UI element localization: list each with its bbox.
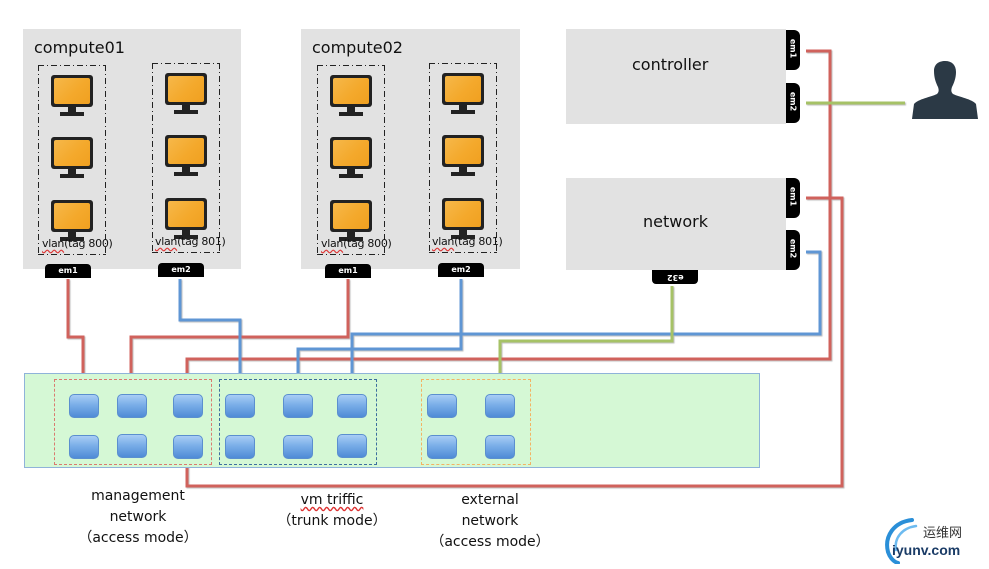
- network-title: network: [643, 212, 708, 231]
- compute02-title: compute02: [312, 38, 403, 57]
- switch-port[interactable]: [117, 434, 147, 458]
- label-line: （access mode）: [78, 530, 198, 546]
- vlan-prefix: vlan: [432, 235, 455, 248]
- watermark-logo: 运维网 iyunv.com: [880, 516, 985, 566]
- vm-traffic-zone-label: vm triffic （trunk mode）: [262, 490, 402, 532]
- vm-icon: [162, 198, 210, 244]
- compute02-em1-nic[interactable]: em1: [325, 264, 371, 278]
- vm-icon: [439, 73, 487, 119]
- controller-em2-nic[interactable]: em2: [786, 83, 800, 123]
- compute01-em1-nic[interactable]: em1: [45, 264, 91, 278]
- switch-port[interactable]: [117, 394, 147, 418]
- controller-title: controller: [632, 55, 709, 74]
- switch-port[interactable]: [337, 434, 367, 458]
- switch-port[interactable]: [485, 394, 515, 418]
- watermark-cn-text: 运维网: [923, 525, 963, 540]
- vm-icon: [439, 135, 487, 181]
- network-node: network: [566, 178, 786, 270]
- controller-em1-nic[interactable]: em1: [786, 30, 800, 70]
- switch-port[interactable]: [427, 435, 457, 459]
- vlan-prefix: vlan: [42, 237, 65, 250]
- label-line: management: [91, 488, 185, 504]
- switch-port[interactable]: [173, 435, 203, 459]
- switch-port[interactable]: [283, 435, 313, 459]
- switch-port[interactable]: [69, 394, 99, 418]
- controller-node: controller: [566, 29, 786, 124]
- vm-traffic-zone: [219, 379, 377, 465]
- management-zone-label: management network （access mode）: [68, 486, 208, 549]
- switch-port[interactable]: [225, 435, 255, 459]
- label-line: network: [109, 509, 167, 525]
- vm-icon: [162, 73, 210, 119]
- vlan-801-group: vlan(tag 801): [152, 63, 226, 253]
- external-zone: [421, 379, 531, 465]
- vlan-tag: (tag 801): [454, 235, 503, 248]
- vm-icon: [48, 137, 96, 183]
- vm-icon: [48, 200, 96, 246]
- network-e32-nic[interactable]: e32: [652, 270, 698, 284]
- physical-switch: [24, 373, 760, 468]
- switch-port[interactable]: [225, 394, 255, 418]
- nic-label: em1: [788, 38, 798, 59]
- vlan-label: vlan(tag 801): [155, 235, 226, 248]
- user-silhouette-icon: [912, 61, 978, 119]
- compute02-em2-nic[interactable]: em2: [438, 263, 484, 277]
- switch-port[interactable]: [337, 394, 367, 418]
- compute02-node: compute02 vlan(tag 800) vlan(tag 801): [301, 29, 520, 269]
- vlan-tag: (tag 800): [343, 237, 392, 250]
- vlan-prefix: vlan: [321, 237, 344, 250]
- external-zone-label: external network （access mode）: [420, 490, 560, 553]
- compute01-em2-nic[interactable]: em2: [158, 263, 204, 277]
- label-line: vm triffic: [300, 492, 364, 508]
- nic-label: em2: [788, 238, 798, 259]
- vlan-label: vlan(tag 800): [42, 237, 113, 250]
- network-em2-nic[interactable]: em2: [786, 230, 800, 270]
- vm-icon: [439, 198, 487, 244]
- nic-label: e32: [666, 273, 684, 282]
- nic-label: em2: [788, 91, 798, 112]
- switch-port[interactable]: [173, 394, 203, 418]
- vm-icon: [162, 135, 210, 181]
- switch-port[interactable]: [69, 435, 99, 459]
- compute01-title: compute01: [34, 38, 125, 57]
- label-line: （access mode）: [430, 534, 550, 550]
- label-line: network: [461, 513, 519, 529]
- management-zone: [54, 379, 212, 465]
- vm-icon: [48, 75, 96, 121]
- label-line: （trunk mode）: [277, 513, 387, 529]
- logo-swoosh-icon: [885, 518, 918, 564]
- network-em1-nic[interactable]: em1: [786, 178, 800, 218]
- switch-port[interactable]: [485, 435, 515, 459]
- label-line: external: [461, 492, 519, 508]
- vm-icon: [327, 75, 375, 121]
- switch-port[interactable]: [283, 394, 313, 418]
- compute01-node: compute01 vlan(tag 800) vlan(tag 801): [23, 29, 241, 269]
- switch-port[interactable]: [427, 394, 457, 418]
- vlan-tag: (tag 801): [177, 235, 226, 248]
- vm-icon: [327, 137, 375, 183]
- vlan-label: vlan(tag 800): [321, 237, 392, 250]
- nic-label: em1: [788, 186, 798, 207]
- vlan-tag: (tag 800): [64, 237, 113, 250]
- vm-icon: [327, 200, 375, 246]
- vlan-801-group: vlan(tag 801): [429, 63, 503, 253]
- watermark-domain-text: iyunv.com: [892, 542, 961, 558]
- vlan-800-group: vlan(tag 800): [38, 65, 113, 255]
- vlan-800-group: vlan(tag 800): [317, 65, 392, 255]
- vlan-label: vlan(tag 801): [432, 235, 503, 248]
- vlan-prefix: vlan: [155, 235, 178, 248]
